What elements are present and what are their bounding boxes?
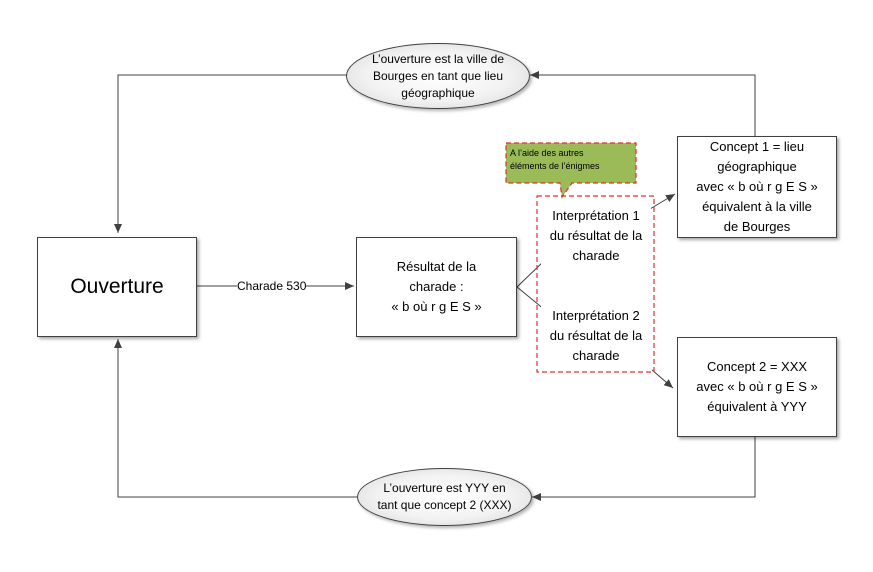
edge-concept1-ellipse-top xyxy=(530,71,756,136)
callout-bubble xyxy=(505,142,637,199)
node-concept-1-label: Concept 1 = lieu géographique avec « b o… xyxy=(696,139,818,234)
edge-fork xyxy=(516,259,546,311)
edge-concept2-ellipse-bottom xyxy=(532,436,756,501)
node-concept-1: Concept 1 = lieu géographique avec « b o… xyxy=(677,136,837,238)
interpretation-group xyxy=(536,195,655,373)
node-concept-2-label: Concept 2 = XXX avec « b où r g E S » éq… xyxy=(696,359,818,414)
ellipse-bottom: L’ouverture est YYY en tant que concept … xyxy=(357,468,532,526)
node-resultat-label: Résultat de la charade : « b où r g E S … xyxy=(391,259,482,314)
node-interpretation-1: Interprétation 1 du résultat de la chara… xyxy=(541,206,651,266)
ellipse-top: L’ouverture est la ville de Bourges en t… xyxy=(346,43,530,109)
ellipse-bottom-label: L’ouverture est YYY en tant que concept … xyxy=(377,481,512,512)
node-resultat: Résultat de la charade : « b où r g E S … xyxy=(356,237,517,337)
edge-charade-label: Charade 530 xyxy=(237,278,307,294)
node-ouverture-label: Ouverture xyxy=(70,275,164,298)
edge-ellipse-top-ouverture xyxy=(114,74,347,233)
edge-to-concept2 xyxy=(651,369,674,389)
callout-label: A l’aide des autres éléments de l’énigme… xyxy=(510,148,600,171)
node-concept-2: Concept 2 = XXX avec « b où r g E S » éq… xyxy=(677,337,837,437)
node-interpretation-2: Interprétation 2 du résultat de la chara… xyxy=(541,306,651,366)
node-ouverture: Ouverture xyxy=(37,237,197,337)
ellipse-top-label: L’ouverture est la ville de Bourges en t… xyxy=(371,51,505,100)
edge-ellipse-bottom-ouverture xyxy=(114,339,357,498)
